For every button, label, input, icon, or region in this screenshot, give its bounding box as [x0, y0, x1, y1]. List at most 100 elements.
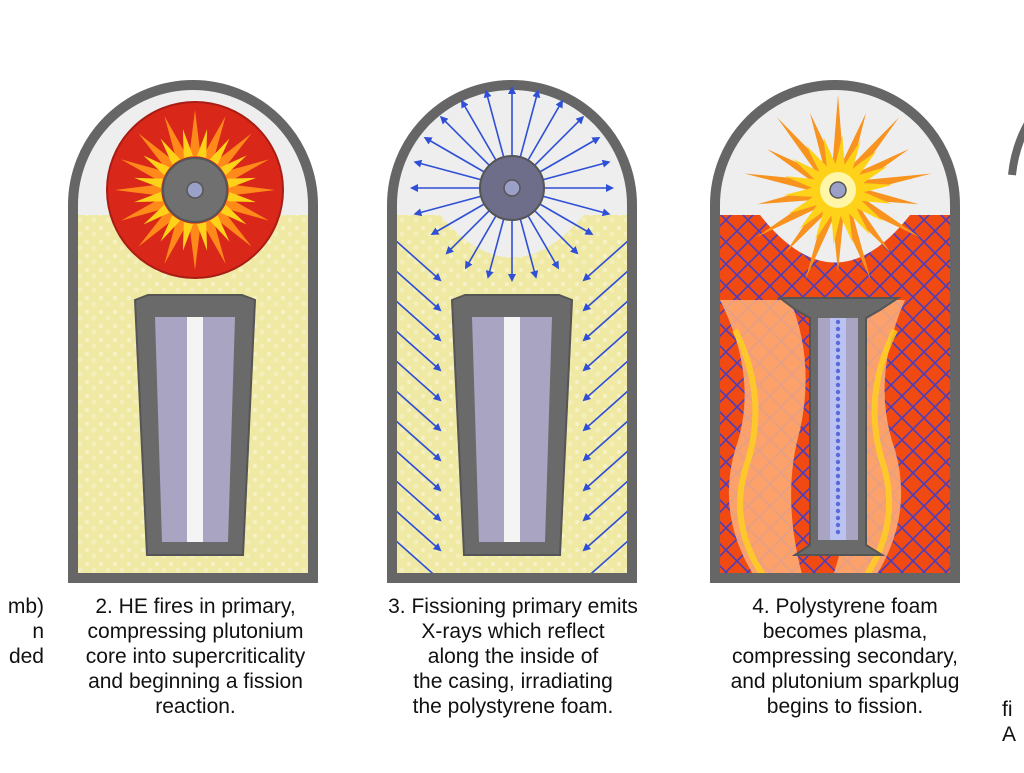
fission-dot: [835, 473, 841, 479]
fission-dot: [835, 452, 841, 458]
flame-spike: [189, 110, 201, 157]
reflected-xray-arrow: [582, 329, 630, 372]
xray-arrow: [540, 194, 611, 217]
caption-line: begins to fission.: [766, 695, 924, 718]
reflected-xray-arrow: [394, 509, 442, 552]
compressed-secondary: [777, 297, 902, 556]
xray-arrow: [537, 202, 594, 236]
flame-spike: [138, 209, 176, 247]
xray-arrow: [526, 213, 559, 270]
caption-step-4: 4. Polystyrene foam becomes plasma, comp…: [700, 594, 990, 719]
reflected-xray-arrow: [582, 509, 630, 552]
reflected-xray-arrow: [394, 239, 442, 282]
fission-dot: [835, 368, 841, 374]
fission-dot: [835, 382, 841, 388]
xray-arrow: [445, 208, 492, 255]
reflected-xray-arrow: [394, 449, 442, 492]
fission-dot: [835, 501, 841, 507]
flame-spike: [220, 204, 247, 225]
fission-dot: [835, 459, 841, 465]
caption-line: n: [32, 620, 44, 643]
caption-line: compressing plutonium: [87, 620, 304, 643]
reflected-xray-arrow: [394, 299, 442, 342]
reflected-xray-arrow: [394, 479, 442, 522]
xray-arrow: [430, 202, 487, 236]
caption-line: along the inside of: [427, 645, 599, 668]
fission-dot: [835, 522, 841, 528]
fission-dot: [835, 319, 841, 325]
xray-arrow: [413, 159, 484, 182]
flame-spike: [196, 222, 208, 251]
flame-spike: [134, 191, 163, 203]
reflected-xray-arrow: [394, 329, 442, 372]
fission-dot: [835, 410, 841, 416]
xray-arrow: [540, 159, 611, 182]
caption-step-2: 2. HE fires in primary, compressing plut…: [58, 594, 333, 719]
reflected-xray-arrow: [582, 389, 630, 432]
secondary-assembly: [133, 294, 257, 556]
reflected-xray-arrow: [394, 359, 442, 402]
flame-spike: [209, 215, 230, 242]
caption-line: core into supercriticality: [85, 645, 306, 668]
caption-line: becomes plasma,: [762, 620, 928, 643]
flame-spike: [164, 116, 188, 162]
fission-dot: [835, 417, 841, 423]
reflected-xray-arrow: [582, 239, 630, 282]
flame-spike: [196, 129, 208, 158]
fission-dot: [835, 403, 841, 409]
caption-partial-right: fi A: [1002, 697, 1024, 747]
fission-dot: [835, 326, 841, 332]
caption-line: fi: [1002, 698, 1013, 721]
flame-spike: [202, 116, 226, 162]
fission-dot: [835, 424, 841, 430]
flame-spike: [189, 223, 201, 270]
caption-line: mb): [7, 595, 44, 618]
xray-arrow: [483, 89, 506, 160]
fission-dot: [835, 480, 841, 486]
bomb-casing: [387, 80, 637, 583]
fission-dot: [835, 431, 841, 437]
flame-spike: [115, 184, 162, 196]
sparkplug: [187, 317, 203, 542]
fission-dot: [835, 389, 841, 395]
flame-spike: [214, 209, 252, 247]
reflected-xray-arrow: [582, 359, 630, 402]
primary-fireball: [106, 101, 284, 279]
fission-dot: [835, 340, 841, 346]
fission-dot: [835, 508, 841, 514]
bomb-casing: [710, 80, 960, 583]
xray-arrow: [532, 115, 585, 168]
flame-spike: [160, 215, 181, 242]
caption-line: 2. HE fires in primary,: [95, 595, 296, 618]
xray-arrow: [518, 216, 539, 279]
flame-spike: [134, 177, 163, 189]
flame-spike: [214, 133, 252, 171]
flame-spike: [227, 191, 256, 203]
caption-line: A: [1002, 723, 1017, 746]
reflected-xray-arrow: [394, 389, 442, 432]
caption-line: and beginning a fission: [88, 670, 303, 693]
secondary-assembly: [450, 294, 574, 556]
flame-spike: [182, 222, 194, 251]
reflected-xray-arrow: [394, 419, 442, 462]
flame-spike: [160, 138, 181, 165]
xray-arrow: [537, 136, 601, 174]
flame-spike: [227, 177, 256, 189]
fission-dot: [835, 494, 841, 500]
reflected-xray-arrow: [582, 449, 630, 492]
caption-line: 4. Polystyrene foam: [752, 595, 938, 618]
flame-spike: [143, 155, 170, 176]
fission-dot: [835, 529, 841, 535]
caption-line: 3. Fissioning primary emits: [388, 595, 638, 618]
bomb-casing: [68, 80, 318, 583]
caption-line: reaction.: [155, 695, 236, 718]
xray-arrow: [485, 216, 506, 279]
caption-line: the casing, irradiating: [413, 670, 613, 693]
fission-dot: [835, 487, 841, 493]
fission-dot: [835, 466, 841, 472]
flame-spike: [164, 218, 188, 264]
reflected-xray-arrow: [582, 299, 630, 342]
xray-arrow: [423, 136, 487, 174]
